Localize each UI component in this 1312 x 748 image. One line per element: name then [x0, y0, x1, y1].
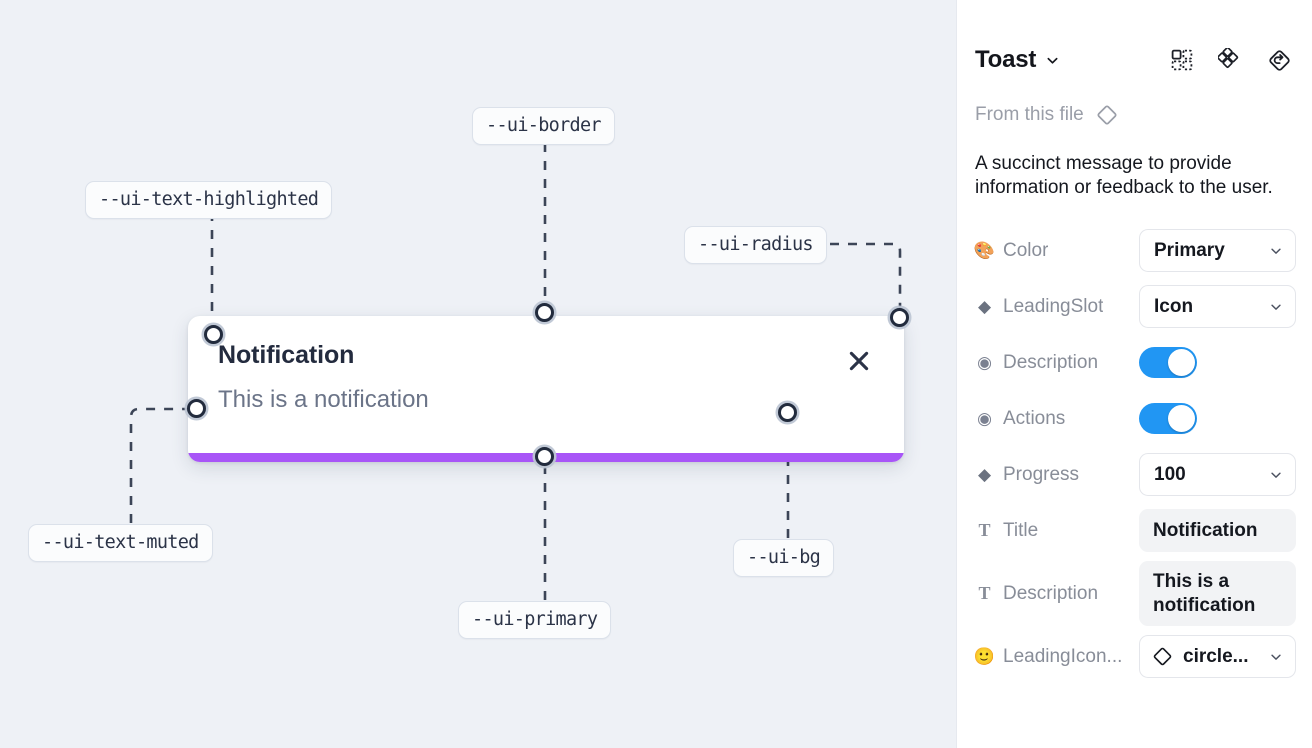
property-label-text: Description: [1003, 351, 1099, 373]
property-list: 🎨 Color Primary ◆ LeadingSlot: [973, 223, 1296, 685]
chevron-down-icon: [1263, 300, 1283, 314]
property-row-color: 🎨 Color Primary: [973, 223, 1296, 279]
property-label-leadingslot: ◆ LeadingSlot: [975, 296, 1139, 318]
from-this-file[interactable]: From this file: [975, 100, 1296, 130]
annotation-marker-ui-radius[interactable]: [890, 308, 909, 327]
property-label-text: Progress: [1003, 463, 1080, 485]
design-canvas[interactable]: Notification This is a notification --ui…: [0, 0, 956, 748]
eye-icon: ◉: [977, 352, 992, 372]
palette-icon: 🎨: [973, 240, 996, 260]
property-label-color: 🎨 Color: [973, 239, 1139, 262]
property-row-leadingslot: ◆ LeadingSlot Icon: [973, 279, 1296, 335]
from-this-file-label: From this file: [975, 104, 1084, 125]
property-label-text: LeadingIcon...: [1003, 645, 1123, 667]
property-row-description-text: T Description This is a notification: [973, 559, 1296, 629]
property-label-text: LeadingSlot: [1003, 295, 1104, 317]
annotation-marker-ui-border[interactable]: [535, 303, 554, 322]
property-label-progress: ◆ Progress: [975, 464, 1139, 486]
annotation-pill-ui-text-highlighted[interactable]: --ui-text-highlighted: [85, 181, 333, 220]
property-label-leadingicon: 🙂 LeadingIcon...: [973, 645, 1139, 668]
title-input[interactable]: Notification: [1139, 509, 1296, 553]
property-row-title: T Title Notification: [973, 503, 1296, 559]
property-label-title: T Title: [975, 520, 1139, 542]
chevron-down-icon[interactable]: [1045, 53, 1060, 68]
diamond-icon: [1094, 102, 1120, 128]
actions-toggle[interactable]: [1139, 403, 1197, 435]
property-row-description-visibility: ◉ Description: [973, 335, 1296, 391]
description-input[interactable]: This is a notification: [1139, 560, 1296, 627]
text-icon: T: [978, 583, 991, 604]
property-label-description: ◉ Description: [975, 352, 1139, 374]
component-title: Toast: [975, 46, 1037, 73]
annotation-marker-ui-text-muted[interactable]: [187, 399, 206, 418]
progress-select[interactable]: 100: [1139, 453, 1296, 497]
property-label-text: Actions: [1003, 407, 1066, 429]
leadingicon-select[interactable]: circle...: [1139, 635, 1296, 679]
chevron-down-icon: [1263, 650, 1283, 664]
diamond-icon: ◆: [977, 296, 992, 316]
annotation-pill-ui-primary[interactable]: --ui-primary: [458, 601, 612, 640]
eye-icon: ◉: [977, 408, 992, 428]
toast-title: Notification: [218, 341, 355, 369]
annotation-pill-ui-text-muted[interactable]: --ui-text-muted: [28, 524, 213, 563]
leadingicon-select-value: circle...: [1183, 645, 1249, 667]
toggle-knob: [1168, 405, 1195, 433]
color-select-value: Primary: [1154, 239, 1225, 261]
annotation-pill-ui-radius[interactable]: --ui-radius: [684, 226, 827, 265]
progress-select-value: 100: [1154, 463, 1186, 485]
property-label-text: Title: [1003, 519, 1039, 541]
property-row-actions-visibility: ◉ Actions: [973, 391, 1296, 447]
emoji-icon: 🙂: [973, 646, 996, 666]
toast-description: This is a notification: [218, 385, 429, 413]
leadingslot-select-value: Icon: [1154, 295, 1194, 317]
annotation-marker-ui-text-highlighted[interactable]: [204, 325, 223, 344]
text-icon: T: [978, 520, 991, 541]
annotation-pill-ui-bg[interactable]: --ui-bg: [733, 539, 835, 578]
leadingslot-select[interactable]: Icon: [1139, 285, 1296, 329]
component-description: A succinct message to provide informatio…: [975, 153, 1273, 199]
annotation-marker-ui-primary[interactable]: [535, 447, 554, 466]
color-select[interactable]: Primary: [1139, 229, 1296, 273]
panel-header-actions: [1171, 48, 1292, 73]
property-label-text: Description: [1003, 582, 1099, 604]
reset-instance-icon[interactable]: [1267, 48, 1292, 73]
chevron-down-icon: [1263, 468, 1283, 482]
property-label-text: Color: [1003, 239, 1049, 261]
close-icon[interactable]: [844, 346, 874, 376]
annotation-pill-ui-border[interactable]: --ui-border: [472, 107, 615, 146]
properties-panel: Toast: [956, 0, 1312, 748]
toggle-knob: [1168, 349, 1195, 377]
property-label-actions: ◉ Actions: [975, 408, 1139, 430]
property-row-progress: ◆ Progress 100: [973, 447, 1296, 503]
chevron-down-icon: [1263, 244, 1283, 258]
component-set-icon[interactable]: [1171, 49, 1193, 71]
annotation-marker-ui-bg[interactable]: [778, 403, 797, 422]
diamond-icon: [1151, 645, 1174, 668]
toast-component[interactable]: Notification This is a notification: [188, 316, 904, 462]
description-toggle[interactable]: [1139, 347, 1197, 379]
diamond-icon: ◆: [977, 464, 992, 484]
property-label-description-text: T Description: [975, 583, 1139, 605]
property-row-leadingicon: 🙂 LeadingIcon... circle...: [973, 629, 1296, 685]
panel-header: Toast: [973, 24, 1296, 96]
toast-content: Notification This is a notification: [188, 316, 904, 454]
variants-cluster-icon[interactable]: [1218, 48, 1242, 72]
